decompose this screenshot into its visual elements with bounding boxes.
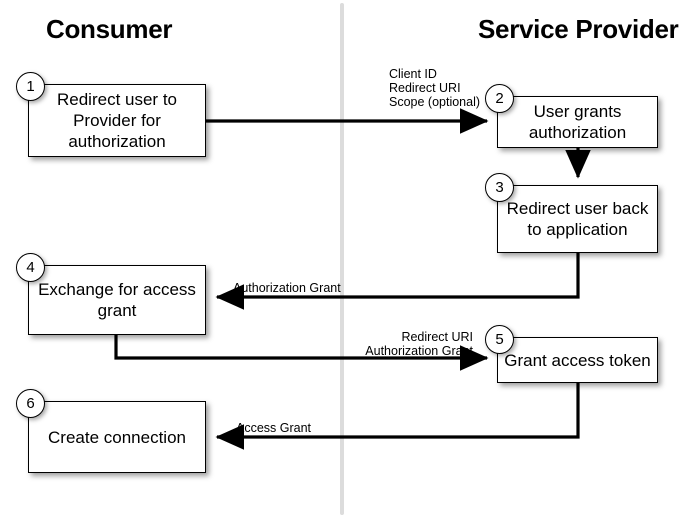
connector-3-to-4 (215, 253, 580, 310)
lane-divider (340, 3, 344, 515)
lane-title-consumer: Consumer (46, 14, 173, 44)
node-6-step-number: 6 (26, 395, 35, 412)
node-2-label: User grants authorization (528, 102, 627, 142)
node-5-step-number: 5 (495, 331, 504, 348)
node-4[interactable]: Exchange for access grant (28, 265, 206, 335)
node-6-label: Create connection (48, 427, 186, 447)
connector-5-to-6 (215, 383, 580, 450)
node-3-step-badge: 3 (485, 173, 514, 202)
node-2[interactable]: User grants authorization (497, 96, 658, 148)
node-5-label: Grant access token (504, 350, 651, 370)
node-6-step-badge: 6 (16, 389, 45, 418)
node-2-step-number: 2 (495, 90, 504, 107)
node-1-step-number: 1 (26, 78, 35, 95)
node-3-label: Redirect user back to application (506, 199, 649, 239)
node-6[interactable]: Create connection (28, 401, 206, 473)
node-4-step-number: 4 (26, 259, 35, 276)
node-4-label: Exchange for access grant (38, 280, 196, 320)
node-2-step-badge: 2 (485, 84, 514, 113)
edge-label-3-to-4: Authorization Grant (233, 281, 341, 295)
node-1-step-badge: 1 (16, 72, 45, 101)
edge-label-5-to-6: Access Grant (236, 421, 312, 435)
node-3-step-number: 3 (495, 179, 504, 196)
edge-label-4-to-5: Redirect URI Authorization Grant (365, 330, 473, 358)
lane-title-service-provider: Service Provider (478, 14, 679, 44)
node-3[interactable]: Redirect user back to application (497, 185, 658, 253)
edge-label-1-to-2: Client ID Redirect URI Scope (optional) (389, 67, 481, 109)
node-5-step-badge: 5 (485, 325, 514, 354)
node-1[interactable]: Redirect user to Provider for authorizat… (28, 84, 206, 157)
node-5[interactable]: Grant access token (497, 337, 658, 383)
connector-4-to-5 (114, 335, 489, 371)
node-1-label: Redirect user to Provider for authorizat… (57, 90, 177, 151)
node-4-step-badge: 4 (16, 253, 45, 282)
